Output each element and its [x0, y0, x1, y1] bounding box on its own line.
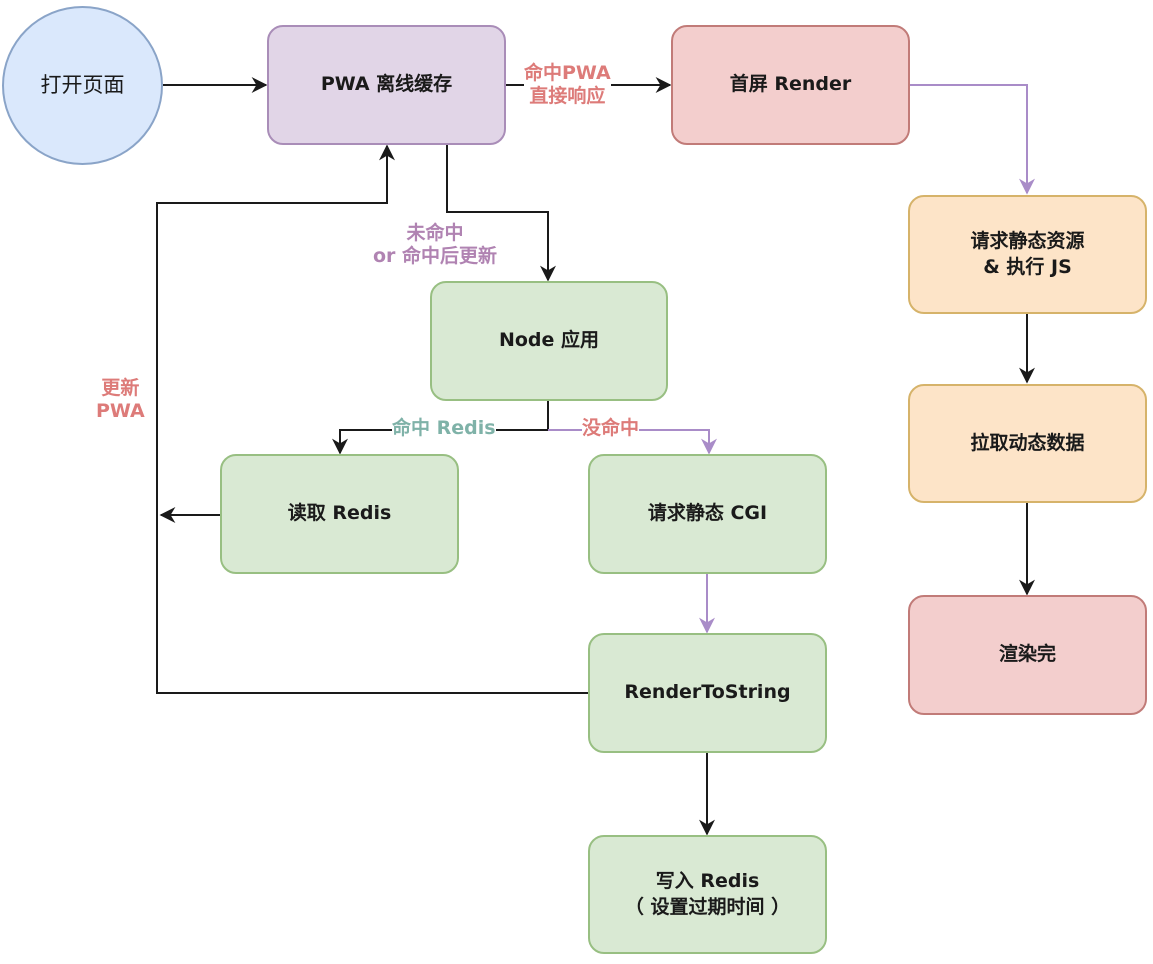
- node-read-redis[interactable]: 读取 Redis: [220, 454, 459, 574]
- node-request-cgi-label: 请求静态 CGI: [647, 502, 768, 525]
- node-fetch-dynamic-label: 拉取动态数据: [970, 431, 1085, 454]
- node-request-cgi[interactable]: 请求静态 CGI: [588, 454, 827, 574]
- node-pwa-cache-label: PWA 离线缓存: [320, 73, 453, 96]
- edge-label-hit-pwa-line1: 命中PWA: [524, 62, 611, 84]
- node-first-render-label: 首屏 Render: [729, 73, 852, 96]
- node-open-page[interactable]: 打开页面: [2, 6, 163, 165]
- node-render-to-string[interactable]: RenderToString: [588, 633, 827, 753]
- node-first-render[interactable]: 首屏 Render: [671, 25, 910, 145]
- node-request-static[interactable]: 请求静态资源 & 执行 JS: [908, 195, 1147, 314]
- edge-label-hit-pwa-line2: 直接响应: [529, 84, 606, 107]
- node-read-redis-label: 读取 Redis: [287, 502, 392, 525]
- node-node-app-label: Node 应用: [498, 329, 600, 352]
- node-request-static-line2: & 执行 JS: [983, 255, 1072, 278]
- node-render-to-string-label: RenderToString: [624, 681, 791, 704]
- node-pwa-cache[interactable]: PWA 离线缓存: [267, 25, 506, 145]
- node-write-redis-line2: （ 设置过期时间 ）: [624, 895, 791, 918]
- edge-label-hit-redis-text: 命中 Redis: [392, 417, 496, 439]
- edge-label-miss-text: 没命中: [582, 417, 640, 439]
- edge-label-hit-pwa: 命中PWA 直接响应: [524, 62, 611, 108]
- edge-label-miss: 没命中: [582, 417, 640, 440]
- node-request-static-line1: 请求静态资源: [970, 229, 1085, 252]
- edge-label-hit-redis: 命中 Redis: [392, 417, 496, 440]
- node-render-done-label: 渲染完: [998, 643, 1056, 666]
- node-node-app[interactable]: Node 应用: [430, 281, 668, 401]
- edge-render-to-static: [910, 84, 1035, 195]
- edge-label-miss-or-update: 未命中 or 命中后更新: [373, 222, 497, 268]
- node-write-redis-line1: 写入 Redis: [655, 869, 760, 892]
- edge-label-update-pwa-line1: 更新: [101, 377, 140, 399]
- edge-label-update-pwa: 更新 PWA: [96, 377, 145, 423]
- edge-label-miss-or-update-line1: 未命中: [406, 222, 464, 244]
- node-fetch-dynamic[interactable]: 拉取动态数据: [908, 384, 1147, 503]
- node-render-done[interactable]: 渲染完: [908, 595, 1147, 715]
- node-write-redis[interactable]: 写入 Redis （ 设置过期时间 ）: [588, 835, 827, 954]
- edge-rts-to-pwa: [156, 144, 588, 694]
- edge-pwa-to-node: [446, 145, 556, 282]
- edge-label-update-pwa-line2: PWA: [96, 399, 145, 422]
- node-open-page-label: 打开页面: [40, 73, 125, 98]
- edge-label-miss-or-update-line2: or 命中后更新: [373, 244, 498, 267]
